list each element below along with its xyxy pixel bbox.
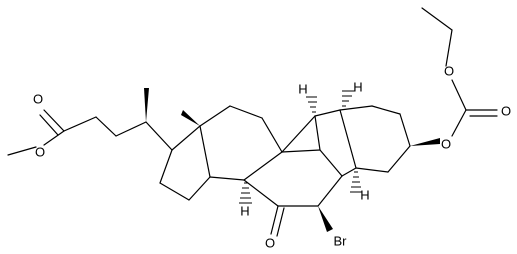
- ester-side-chain: [7, 88, 173, 156]
- label-o-carbonate-ring: O: [441, 136, 451, 151]
- bond-c2: [229, 105, 263, 119]
- bond-a9: [341, 167, 357, 177]
- label-h9: H: [298, 81, 307, 96]
- bond-d4: [188, 176, 211, 201]
- label-o-carbonate-carbonyl: O: [501, 103, 511, 118]
- bond-a4: [339, 105, 373, 111]
- bond-ketone-1: [270, 205, 279, 235]
- wedge-o3: [410, 138, 440, 146]
- atom-labels: O O O O O O Br H H H H: [33, 63, 511, 250]
- bond-a1: [314, 115, 321, 151]
- bond-ethyl-2: [421, 7, 453, 31]
- bond-a3: [314, 109, 341, 117]
- bond-a10: [339, 109, 357, 169]
- bond-c4: [243, 151, 283, 181]
- bond-d2: [159, 149, 173, 184]
- bond-a2: [281, 115, 316, 153]
- label-br: Br: [334, 233, 348, 248]
- bond-b3: [317, 175, 343, 207]
- ring-a: [281, 90, 411, 193]
- label-o-ketone: O: [265, 235, 275, 250]
- bond-b1: [281, 149, 321, 153]
- bond-o-c-carbonate: [451, 109, 467, 137]
- ring-b: [239, 149, 343, 237]
- bond-a6: [399, 113, 411, 147]
- label-o-ester-carbonyl: O: [33, 91, 43, 106]
- bond-b2: [319, 149, 343, 177]
- label-h5: H: [360, 187, 369, 202]
- bond-a8: [355, 167, 389, 173]
- hash-h14: [239, 182, 252, 204]
- bond-a7: [387, 145, 411, 173]
- bond-chain-4: [145, 121, 173, 151]
- bond-b5: [243, 179, 279, 207]
- bond-d3: [159, 182, 190, 201]
- label-h10: H: [353, 79, 362, 94]
- label-o-carbonate-top: O: [444, 63, 454, 78]
- bond-ome-methyl: [7, 146, 37, 156]
- carbonate-group: [410, 7, 498, 146]
- bond-o-c-ester: [43, 130, 65, 146]
- bond-d1: [171, 125, 201, 151]
- bond-c1: [199, 105, 231, 127]
- bond-d5: [199, 125, 211, 178]
- label-o-ester-methoxy: O: [35, 144, 45, 159]
- wedge-methyl-13: [181, 110, 200, 126]
- ring-c: [199, 105, 283, 181]
- label-h14: H: [240, 203, 249, 218]
- bond-chain-3: [115, 121, 147, 137]
- wedge-methyl-20: [144, 88, 149, 122]
- hash-h5: [350, 171, 362, 193]
- bond-c5: [209, 176, 245, 181]
- hash-h10: [342, 90, 355, 107]
- bond-a5: [371, 105, 401, 115]
- wedge-br: [318, 206, 333, 232]
- bond-o-ethyl-1: [445, 29, 453, 67]
- bond-chain-2: [95, 116, 117, 137]
- ring-d: [159, 110, 211, 201]
- hash-h9: [306, 96, 317, 113]
- bond-chain-1: [63, 116, 97, 132]
- bond-c3: [261, 117, 283, 153]
- bond-c-o-carbonyl-2: [39, 114, 59, 136]
- bond-c-o-carbonyl: [43, 109, 65, 132]
- bond-c-o-ether-carbonate: [451, 79, 467, 111]
- bond-ketone-2: [276, 207, 285, 237]
